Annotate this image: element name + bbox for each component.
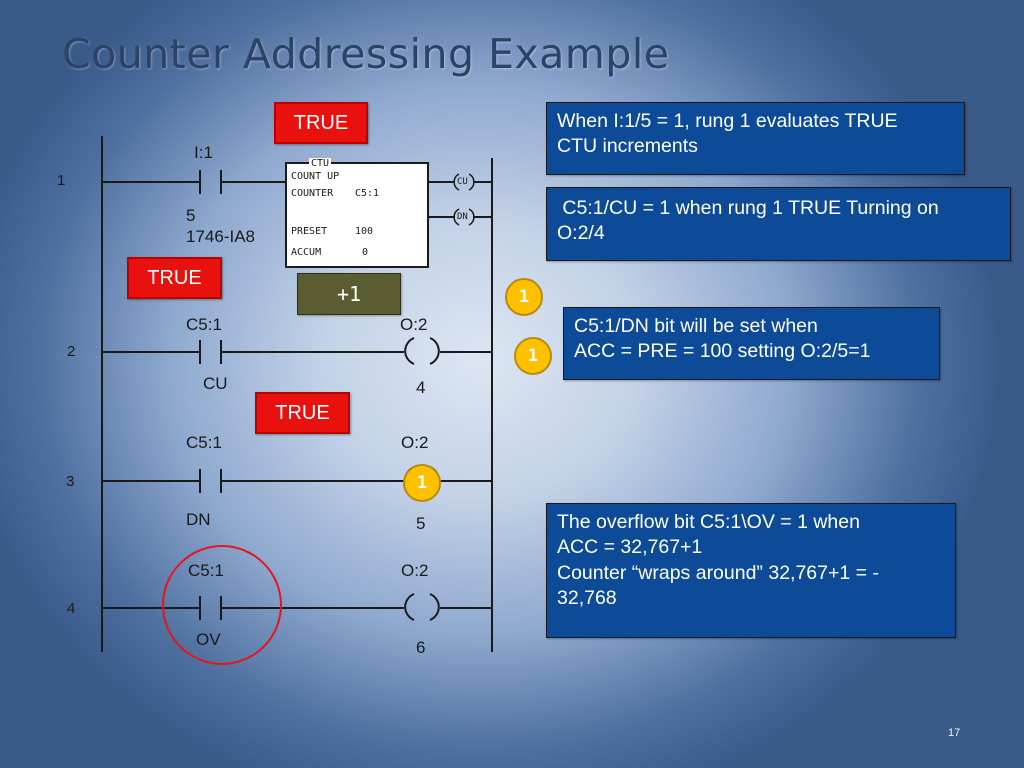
note-line: C5:1/DN bit will be set when bbox=[574, 315, 818, 337]
output-coil-icon bbox=[404, 337, 440, 365]
contact-right-bar bbox=[220, 340, 222, 364]
coil-bit: 5 bbox=[416, 514, 426, 533]
coil-address: O:2 bbox=[401, 433, 429, 452]
ctu-counter-value: C5:1 bbox=[355, 188, 380, 199]
note-overflow-bit: The overflow bit C5:1\OV = 1 when ACC = … bbox=[546, 503, 956, 638]
contact-right-bar bbox=[220, 170, 222, 194]
contact-left-bar bbox=[199, 469, 201, 493]
note-line: C5:1/CU = 1 when rung 1 TRUE Turning on bbox=[557, 197, 939, 219]
ctu-dn-wire-out bbox=[474, 216, 491, 218]
rung1-true-badge: TRUE bbox=[274, 102, 368, 144]
rung-wire bbox=[102, 181, 199, 183]
note-line: ACC = PRE = 100 setting O:2/5=1 bbox=[574, 340, 871, 363]
note-rung1-evaluation: When I:1/5 = 1, rung 1 evaluates TRUE CT… bbox=[546, 102, 965, 175]
coil-bit: 6 bbox=[416, 638, 426, 657]
left-power-rail bbox=[101, 136, 103, 652]
ctu-header: CTU bbox=[309, 158, 332, 169]
rung-wire bbox=[440, 480, 491, 482]
ctu-cu-wire-out bbox=[474, 181, 491, 183]
rung-wire bbox=[102, 351, 199, 353]
note-cu-bit: C5:1/CU = 1 when rung 1 TRUE Turning on … bbox=[546, 187, 1011, 261]
contact-bit: 5 bbox=[186, 206, 196, 225]
note-dn-bit: C5:1/DN bit will be set when ACC = PRE =… bbox=[563, 307, 940, 380]
ctu-dn-label: DN bbox=[457, 212, 468, 222]
contact-bit: DN bbox=[186, 510, 211, 529]
ctu-cu-label: CU bbox=[457, 177, 468, 187]
increment-indicator: +1 bbox=[297, 273, 401, 315]
ctu-dn-wire bbox=[429, 216, 455, 218]
page-number: 17 bbox=[948, 727, 961, 739]
ctu-preset-label: PRESET bbox=[291, 226, 328, 237]
input-module: 1746-IA8 bbox=[186, 227, 255, 246]
rung-wire bbox=[102, 607, 199, 609]
rung3-true-badge: TRUE bbox=[255, 392, 350, 434]
cu-coil-icon bbox=[453, 173, 475, 191]
ctu-instruction-block: CTU COUNT UP COUNTER C5:1 PRESET 100 ACC… bbox=[285, 158, 429, 268]
ctu-preset-value: 100 bbox=[355, 226, 374, 237]
note-line: When I:1/5 = 1, rung 1 evaluates TRUE bbox=[557, 110, 898, 132]
contact-address: C5:1 bbox=[186, 433, 222, 452]
ctu-counter-label: COUNTER bbox=[291, 188, 334, 199]
output-o2-5-indicator: 1 bbox=[403, 464, 441, 502]
overflow-highlight-circle bbox=[162, 545, 282, 665]
ctu-title: COUNT UP bbox=[291, 171, 340, 182]
contact-address: C5:1 bbox=[186, 315, 222, 334]
dn-bit-indicator: 1 bbox=[514, 337, 552, 375]
rung-wire bbox=[440, 351, 491, 353]
ctu-accum-label: ACCUM bbox=[291, 247, 322, 258]
rung-number: 4 bbox=[67, 600, 76, 617]
contact-bit: CU bbox=[203, 374, 228, 393]
ctu-cu-wire bbox=[429, 181, 455, 183]
ctu-accum-value: 0 bbox=[362, 247, 369, 258]
note-line: The overflow bit C5:1\OV = 1 when bbox=[557, 511, 860, 533]
cu-bit-indicator: 1 bbox=[505, 278, 543, 316]
dn-coil-icon bbox=[453, 208, 475, 226]
note-line: O:2/4 bbox=[557, 222, 605, 245]
rung-wire bbox=[222, 480, 404, 482]
rung-wire bbox=[222, 607, 404, 609]
output-coil-icon bbox=[404, 593, 440, 621]
coil-address: O:2 bbox=[400, 315, 428, 334]
note-line: 32,768 bbox=[557, 587, 617, 610]
contact-left-bar bbox=[199, 170, 201, 194]
contact-right-bar bbox=[220, 469, 222, 493]
coil-address: O:2 bbox=[401, 561, 429, 580]
contact-address: I:1 bbox=[194, 143, 213, 162]
rung-number: 3 bbox=[66, 473, 75, 490]
slide-title: Counter Addressing Example bbox=[62, 30, 670, 78]
note-line: Counter “wraps around” 32,767+1 = - bbox=[557, 561, 879, 584]
right-power-rail bbox=[491, 158, 493, 652]
rung-wire bbox=[222, 351, 404, 353]
rung-number: 2 bbox=[67, 343, 76, 360]
rung-wire bbox=[102, 480, 199, 482]
rung-wire bbox=[440, 607, 491, 609]
note-line: CTU increments bbox=[557, 135, 698, 158]
note-line: ACC = 32,767+1 bbox=[557, 536, 703, 559]
rung-wire bbox=[222, 181, 285, 183]
coil-bit: 4 bbox=[416, 378, 426, 397]
contact-left-bar bbox=[199, 340, 201, 364]
rung-number: 1 bbox=[57, 172, 66, 189]
rung2-true-badge: TRUE bbox=[127, 257, 222, 299]
